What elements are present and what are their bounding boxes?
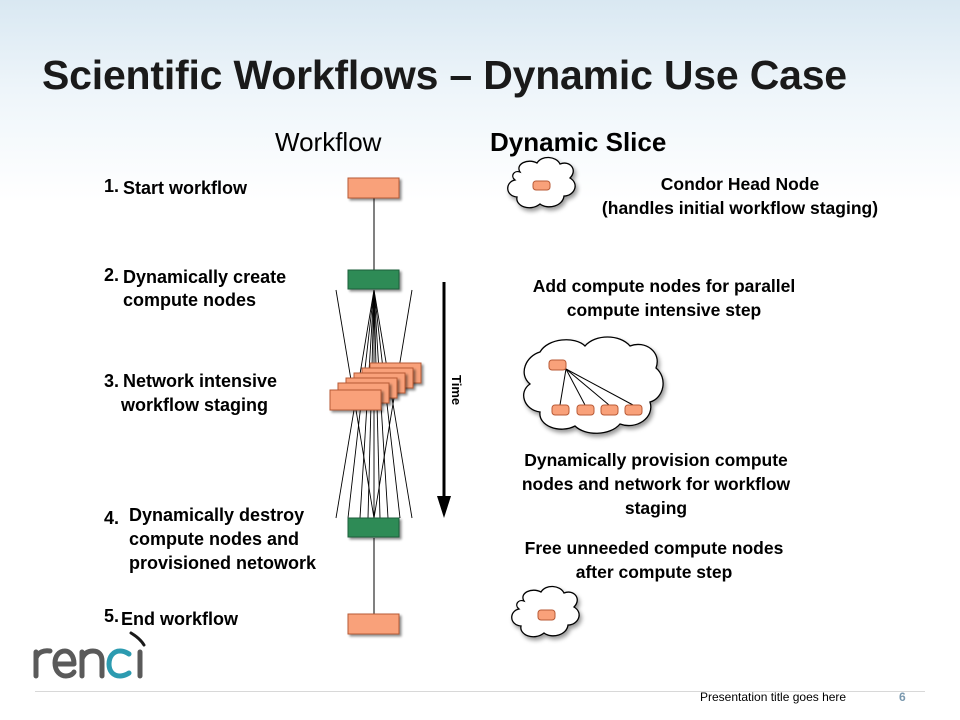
head-node-box (532, 180, 551, 191)
start-workflow-node (347, 177, 400, 199)
step-5: 5. End workflow (104, 605, 238, 629)
step-2: 2. Dynamically create compute nodes (104, 264, 286, 310)
workflow-column-heading: Workflow (275, 127, 382, 157)
provision-desc-line-3: staging (624, 498, 688, 518)
time-label: Time (449, 375, 464, 405)
footer-divider (35, 691, 925, 692)
renci-logo (30, 628, 160, 682)
compute-cluster-links (559, 368, 634, 406)
provision-desc-line-2: nodes and network for workflow (521, 474, 791, 494)
step-2-line-2: compute nodes (123, 290, 257, 310)
head-node-description: Condor Head Node (handles initial workfl… (560, 172, 920, 220)
step-4-line-1: Dynamically destroy (129, 505, 305, 525)
header-gradient (0, 0, 960, 200)
step-5-number: 5. (104, 606, 120, 626)
step-1-text: Start workflow (123, 178, 248, 198)
provision-desc-line-1: Dynamically provision compute (524, 450, 788, 470)
add-compute-description: Add compute nodes for parallel compute i… (484, 274, 844, 322)
step-4-line-3: provisioned netowork (129, 553, 317, 573)
free-nodes-desc-line-2: after compute step (575, 562, 733, 582)
free-nodes-desc-line-1: Free unneeded compute nodes (524, 538, 784, 558)
compute-cluster-cloud (523, 336, 664, 434)
step-5-text: End workflow (121, 609, 238, 629)
step-4: 4. Dynamically destroy compute nodes and… (104, 505, 316, 573)
step-3-line-1: Network intensive (123, 371, 278, 391)
step-2-line-1: Dynamically create (123, 267, 287, 287)
page-number: 6 (899, 690, 906, 704)
step-3-line-2: workflow staging (121, 395, 269, 415)
dynamic-slice-column-heading: Dynamic Slice (490, 127, 667, 157)
staging-node-stack (329, 362, 422, 411)
step-3: 3. Network intensive workflow staging (104, 370, 277, 415)
create-compute-node (347, 269, 400, 290)
step-1-number: 1. (104, 176, 120, 196)
freed-node-box (537, 609, 556, 621)
add-compute-desc-line-2: compute intensive step (566, 300, 762, 320)
end-workflow-node (347, 613, 400, 635)
slide-title: Scientific Workflows – Dynamic Use Case (42, 52, 847, 98)
head-node-desc-line-2: (handles initial workflow staging) (601, 198, 879, 218)
destroy-compute-node (347, 517, 400, 538)
step-4-line-2: compute nodes and (129, 529, 300, 549)
free-nodes-description: Free unneeded compute nodes after comput… (474, 536, 834, 584)
head-node-desc-line-1: Condor Head Node (660, 174, 820, 194)
provision-network-description: Dynamically provision compute nodes and … (476, 448, 836, 520)
time-arrow (437, 282, 451, 518)
step-4-number: 4. (104, 508, 120, 528)
footer-presentation-title: Presentation title goes here (700, 690, 847, 704)
add-compute-desc-line-1: Add compute nodes for parallel (532, 276, 796, 296)
step-2-number: 2. (104, 265, 120, 285)
step-1: 1. Start workflow (104, 175, 247, 198)
step-3-number: 3. (104, 371, 120, 391)
compute-cluster-nodes (548, 359, 643, 416)
